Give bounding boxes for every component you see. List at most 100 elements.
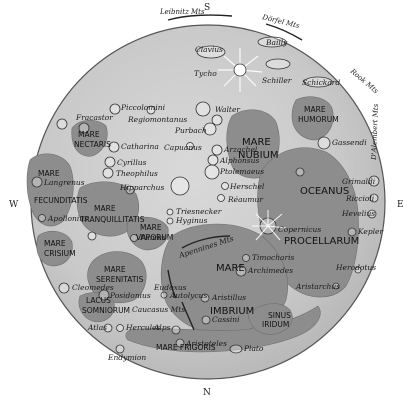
mare-frigoris-shape	[125, 305, 321, 353]
eudoxus-crater	[171, 325, 181, 335]
mare-nectaris-label: MARE NECTARIS	[74, 130, 111, 149]
mare-tranquillitatis-label: MARE TRANQUILLITATIS	[79, 204, 145, 224]
label-timocharis: Timocharis	[252, 253, 295, 262]
schickard-crater	[303, 76, 333, 88]
label-herodotus: Herodotus	[335, 263, 376, 272]
alps-range	[181, 301, 195, 331]
atlas-crater	[103, 323, 113, 333]
label-grimaldi: Grimaldi	[342, 177, 376, 186]
apennines-range	[181, 235, 231, 249]
maria	[26, 96, 359, 353]
mare-fecunditatis-label: MARE FECUNDITATIS	[34, 169, 88, 205]
timocharis-crater	[242, 254, 250, 262]
minor-crater-3	[295, 167, 305, 177]
label-copernicus: Copernicus	[278, 225, 321, 234]
herschel-crater	[221, 182, 229, 190]
arzachel-crater	[211, 144, 223, 156]
mare-imbrium-label: MARE IMBRIUM	[210, 263, 254, 317]
lacus-somniorum-label: LACUS SOMNIORUM	[82, 296, 130, 315]
mare-fecunditatis-shape	[26, 153, 74, 227]
clavius-crater	[196, 45, 226, 59]
minor-crater-5	[87, 231, 97, 241]
mare-serenitatis-shape	[87, 251, 147, 303]
procellarum-label: PROCELLARUM	[284, 236, 359, 247]
compass-south: S	[204, 3, 210, 13]
kepler-crater	[347, 227, 357, 237]
compass-east: E	[397, 200, 404, 210]
cleomedes-crater	[58, 282, 70, 294]
reaumur-crater	[217, 194, 225, 202]
copernicus-rays	[252, 210, 287, 241]
label-triesnecker: Triesnecker	[176, 207, 222, 216]
label-aristillus: Aristillus	[211, 293, 246, 302]
catharina-crater	[108, 141, 120, 153]
mare-frigoris-label: MARE FRIGORIS	[156, 343, 216, 352]
cyrillus-crater	[104, 156, 116, 168]
aristoteles-crater	[175, 338, 185, 348]
triesnecker-crater	[166, 208, 174, 216]
label-caucasus: Caucasus Mts	[132, 305, 185, 314]
posidonius-crater	[98, 289, 110, 301]
label-walter: Walter	[215, 105, 240, 114]
mare-nectaris-shape	[71, 119, 108, 157]
regiomontanus-crater	[211, 114, 223, 126]
label-alphonsus: Alphonsus	[219, 156, 259, 165]
ptolemaeus-crater	[204, 164, 220, 180]
dorfel-range	[265, 23, 303, 41]
purbach-crater	[203, 122, 217, 136]
label-hevelius: Hevelius	[341, 209, 375, 218]
piccolomini-crater	[109, 103, 121, 115]
aristillus-crater	[200, 293, 210, 303]
label-posidonius: Posidonius	[109, 291, 151, 300]
label-kepler: Kepler	[357, 227, 383, 236]
label-alps: Alps	[153, 323, 171, 332]
label-apollonius: Apollonius	[47, 214, 88, 223]
label-hyginus: Hyginus	[175, 216, 208, 225]
hevelius-crater	[367, 209, 377, 219]
autolycus-crater	[160, 291, 168, 299]
sinus-iridum-label: SINUS IRIDUM	[262, 311, 293, 329]
hyginus-crater	[166, 217, 174, 225]
mare-tranquillitatis-shape	[76, 181, 139, 237]
label-purbach: Purbach	[174, 126, 207, 135]
minor-crater-1	[146, 105, 156, 115]
label-endymion: Endymion	[107, 353, 146, 362]
aristarchus-crater	[332, 282, 340, 290]
label-dorfel: Dörfel Mts	[261, 13, 301, 30]
label-archimedes: Archimedes	[247, 266, 293, 275]
mare-crisium-shape	[36, 230, 73, 267]
plato-crater	[229, 344, 243, 354]
label-fracastor: Fracastor	[75, 113, 113, 122]
label-eudoxus: Eudoxus	[153, 283, 187, 292]
mare-vaporum-shape	[126, 216, 169, 251]
oceanus-label: OCEANUS	[300, 186, 349, 197]
label-atlas: Atlas	[87, 323, 107, 332]
archimedes-crater	[235, 265, 247, 277]
label-riccioli: Riccioli	[345, 194, 375, 203]
label-capuanus: Capuanus	[164, 143, 202, 152]
minor-crater-4	[56, 118, 68, 130]
label-leibnitz: Leibnitz Mts	[159, 8, 205, 16]
bailly-crater	[257, 36, 287, 48]
theophilus-crater	[102, 167, 114, 179]
label-rook: Rook Mts	[348, 67, 380, 96]
cassini-crater	[201, 315, 211, 325]
riccioli-crater	[369, 193, 379, 203]
fracastor-crater	[78, 122, 90, 134]
compass-west: W	[9, 200, 19, 210]
langrenus-crater	[31, 176, 43, 188]
grimaldi-crater	[368, 175, 380, 187]
label-aristarchus: Aristarchus	[295, 282, 340, 291]
hercules-crater	[116, 324, 124, 332]
label-theophilus: Theophilus	[116, 169, 158, 178]
label-autolycus: Autolycus	[169, 291, 207, 300]
endymion-crater	[115, 344, 125, 354]
mare-serenitatis-label: MARE SERENITATIS	[96, 265, 144, 284]
label-gassendi: Gassendi	[332, 138, 367, 147]
compass-north: N	[203, 388, 211, 398]
label-arzachel: Arzachel	[223, 145, 258, 154]
plinius-crater	[130, 234, 138, 242]
label-langrenus: Langrenus	[43, 178, 85, 187]
caucasus-range	[167, 269, 177, 299]
